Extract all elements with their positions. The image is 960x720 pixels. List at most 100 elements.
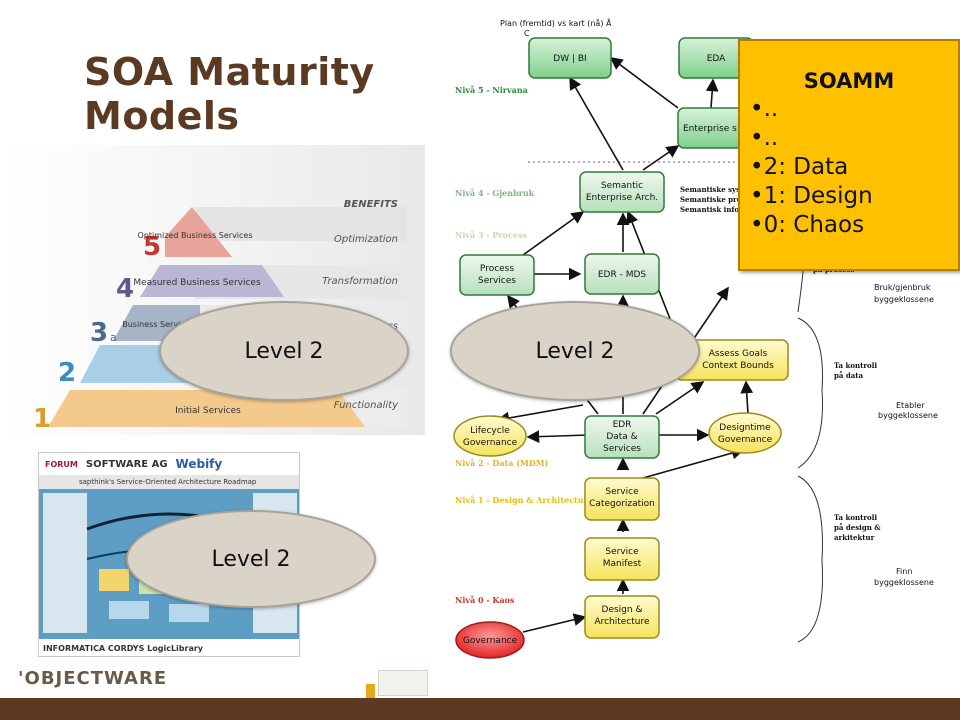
side-note-tk2-c: arkitektur <box>834 533 875 542</box>
level-5-label: Nivå 5 - Nirvana <box>455 85 528 95</box>
node-edr-label-1: EDR <box>613 420 632 430</box>
softwareag-logo: SOFTWARE AG <box>85 458 168 470</box>
level-0-label: Nivå 0 - Kaos <box>455 595 515 605</box>
diagram-top-caption-2: C <box>524 29 530 38</box>
node-lifecycle-label-2: Governance <box>463 438 518 448</box>
slide-title: SOA Maturity Models <box>84 50 375 138</box>
side-note-finn-2: byggeklossene <box>874 578 934 587</box>
tier-3-number: 3 <box>90 318 108 348</box>
side-note-tk1-b: på data <box>834 371 864 380</box>
tier-3-sub: a <box>110 331 117 344</box>
soamm-callout: SOAMM •.. •.. •2: Data •1: Design •0: Ch… <box>738 39 960 271</box>
bracket-bottom <box>797 475 823 643</box>
side-note-bruk-1: Bruk/gjenbruk <box>874 283 931 292</box>
node-manifest-label-2: Manifest <box>603 559 642 569</box>
tier-2-number: 2 <box>58 358 76 388</box>
benefit-4: Transformation <box>322 276 398 287</box>
node-designtime-label-1: Designtime <box>719 423 771 433</box>
node-design-architecture <box>584 595 660 639</box>
soamm-item-2: •.. <box>750 125 779 151</box>
slide-title-line1: SOA Maturity <box>84 50 375 94</box>
node-enterprise-label: Enterprise s <box>683 124 737 134</box>
node-governance <box>455 621 525 659</box>
level-2-ellipse-roadmap: Level 2 <box>126 510 376 608</box>
node-lifecycle-label-1: Lifecycle <box>470 426 510 436</box>
node-manifest-label-1: Service <box>605 547 639 557</box>
node-designtime-governance <box>708 412 782 454</box>
node-process-services <box>459 254 535 296</box>
side-note-finn-1: Finn <box>896 567 912 576</box>
node-assess-label-2: Context Bounds <box>702 361 774 371</box>
maturity-pyramid-panel: 5 4 3 a 2 1 Optimized Business Services … <box>0 145 425 435</box>
side-note-sem-c: Semantisk infor <box>680 205 743 214</box>
tier-1-label: Initial Services <box>175 406 241 416</box>
soamm-title: SOAMM <box>803 69 895 93</box>
roadmap-bottom-logos: INFORMATICA CORDYS LogicLibrary <box>39 639 299 656</box>
tier-4-shape <box>140 265 284 297</box>
node-edr-mds <box>584 253 660 295</box>
side-note-tk1-a: Ta kontroll <box>834 361 877 370</box>
node-semantic-label-2: Enterprise Arch. <box>586 193 658 203</box>
soamm-item-4: •1: Design <box>750 183 873 209</box>
tier-5-label: Optimized Business Services <box>137 231 252 240</box>
side-note-tk2-b: på design & <box>834 523 881 532</box>
node-dw-bi-label: DW | BI <box>553 54 586 64</box>
roadmap-sponsor-bar: FORUM SOFTWARE AG Webify <box>39 453 299 475</box>
side-note-etab-1: Etabler <box>896 401 925 410</box>
benefit-5: Optimization <box>334 234 398 245</box>
node-edr-label-3: Services <box>603 444 641 454</box>
tier-3-label: Business Services <box>122 320 194 329</box>
soamm-item-3: •2: Data <box>750 154 849 180</box>
slide-title-line2: Models <box>84 94 240 138</box>
footer-bar <box>0 698 960 720</box>
tier-5-shape <box>165 207 232 257</box>
side-note-tk2-a: Ta kontroll <box>834 513 877 522</box>
webify-logo: Webify <box>175 457 223 471</box>
soamm-item-1: •.. <box>750 96 779 122</box>
forum-logo: FORUM <box>45 459 78 469</box>
level-1-label: Nivå 1 - Design & Architecture <box>455 495 593 505</box>
node-semantic-label-1: Semantic <box>601 181 643 191</box>
node-categorization-label-1: Service <box>605 487 639 497</box>
side-note-sem-a: Semantiske sys <box>680 185 740 194</box>
tier-5-number: 5 <box>143 232 161 262</box>
node-edr-data-services <box>584 415 660 459</box>
tier-1-number: 1 <box>33 404 51 434</box>
diagram-top-caption: Plan (fremtid) vs kart (nå) Å <box>500 17 612 28</box>
node-process-label-1: Process <box>480 264 514 274</box>
level-2-ellipse-diagram: Level 2 <box>450 301 700 401</box>
side-note-bruk-2: byggeklossene <box>874 295 934 304</box>
node-edr-mds-label: EDR - MDS <box>598 270 647 280</box>
tier-4-label: Measured Business Services <box>133 278 261 288</box>
node-eda-label: EDA <box>707 54 726 64</box>
node-edr-label-2: Data & <box>606 432 637 442</box>
bracket-middle <box>797 317 823 469</box>
objectware-logo: 'OBJECTWARE <box>18 668 168 689</box>
node-lifecycle-governance <box>453 415 527 457</box>
level-4-label: Nivå 4 - Gjenbruk <box>455 188 535 198</box>
level-3-label: Nivå 3 - Process <box>455 230 527 240</box>
tier-4-number: 4 <box>116 274 134 304</box>
node-service-categorization <box>584 477 660 521</box>
benefit-band-5 <box>195 207 407 241</box>
node-governance-label: Governance <box>463 636 518 646</box>
roadmap-banner: sapthink's Service-Oriented Architecture… <box>39 475 299 489</box>
node-assess-label-1: Assess Goals <box>709 349 768 359</box>
benefit-1: Functionality <box>334 400 399 411</box>
soamm-item-5: •0: Chaos <box>750 212 865 238</box>
benefits-header: BENEFITS <box>344 199 398 210</box>
node-process-label-2: Services <box>478 276 516 286</box>
level-2-ellipse-pyramid: Level 2 <box>159 301 409 401</box>
level-2-label: Nivå 2 - Data (MDM) <box>455 458 549 468</box>
footer-accent-box <box>378 670 428 696</box>
node-designtime-label-2: Governance <box>718 435 773 445</box>
side-note-sem-b: Semantiske pro <box>680 195 742 204</box>
node-semantic-enterprise-arch <box>579 171 665 213</box>
node-design-arch-label-1: Design & <box>602 605 643 615</box>
node-dw-bi <box>528 37 612 79</box>
node-service-manifest <box>584 537 660 581</box>
side-note-etab-2: byggeklossene <box>878 411 938 420</box>
node-design-arch-label-2: Architecture <box>594 617 650 627</box>
node-categorization-label-2: Categorization <box>589 499 655 509</box>
